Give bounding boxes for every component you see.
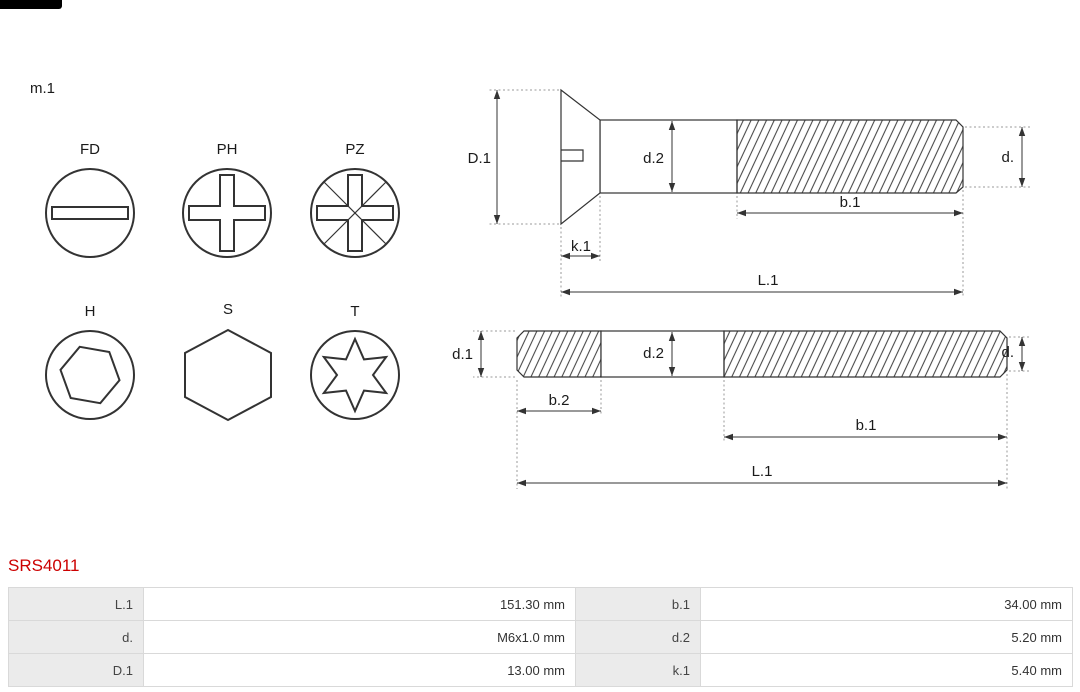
spec-label-b1: b.1 (575, 587, 701, 621)
spec-table: L.1 151.30 mm b.1 34.00 mm d. M6x1.0 mm … (8, 587, 1073, 687)
top-left-artifact (0, 0, 62, 9)
dim-label-screw-d: d. (1001, 149, 1014, 166)
screw-slot (561, 149, 584, 162)
head-type-s: S (180, 300, 276, 428)
head-type-s-label: S (222, 301, 233, 318)
product-code: SRS4011 (8, 556, 80, 575)
stud-dimension-lines (477, 331, 1026, 487)
screw-thread (736, 119, 964, 194)
double-end-stud-drawing: d.1 d.2 d. b.2 b.1 L.1 (452, 330, 1031, 489)
dim-label-screw-k1: k.1 (571, 238, 591, 255)
spec-value-b1: 34.00 mm (700, 587, 1073, 621)
screw-head (560, 88, 601, 226)
dim-label-screw-d2: d.2 (643, 150, 664, 167)
spec-label-L1: L.1 (8, 587, 144, 621)
head-type-fd: FD (44, 140, 136, 264)
dim-label-stud-b1: b.1 (856, 417, 877, 434)
phillips-drive-icon (182, 168, 272, 258)
hex-socket-icon (45, 330, 135, 420)
head-type-ph: PH (181, 140, 273, 264)
dim-label-stud-d: d. (1001, 344, 1014, 361)
spec-row-3: D.1 13.00 mm k.1 5.40 mm (8, 653, 1073, 687)
torx-drive-icon (310, 330, 400, 420)
head-type-pz: PZ (309, 140, 401, 264)
dim-label-stud-L1: L.1 (752, 463, 773, 480)
dim-label-stud-d1: d.1 (452, 346, 473, 363)
spec-row-2: d. M6x1.0 mm d.2 5.20 mm (8, 620, 1073, 654)
material-label: m.1 (30, 80, 56, 97)
head-type-ph-label: PH (216, 141, 238, 158)
head-type-h: H (44, 302, 136, 426)
spec-label-D1: D.1 (8, 653, 144, 687)
spec-value-L1: 151.30 mm (143, 587, 576, 621)
screw-shank (599, 119, 738, 194)
pozidriv-drive-icon (310, 168, 400, 258)
spec-label-k1: k.1 (575, 653, 701, 687)
spec-row-1: L.1 151.30 mm b.1 34.00 mm (8, 587, 1073, 621)
screw-dimension-lines (493, 90, 1026, 296)
screw-extension-lines (489, 89, 1031, 298)
head-type-fd-label: FD (80, 141, 100, 158)
stud-right-thread (723, 330, 1008, 378)
head-type-t: T (309, 302, 401, 426)
dim-label-screw-D1: D.1 (468, 150, 491, 167)
head-type-pz-label: PZ (345, 141, 365, 158)
hex-head-icon (184, 328, 272, 422)
dim-label-stud-b2: b.2 (549, 392, 570, 409)
stud-extension-lines (473, 330, 1031, 489)
dim-label-screw-L1: L.1 (758, 272, 779, 289)
stud-left-thread (516, 330, 602, 378)
slotted-drive-icon (45, 168, 135, 258)
dim-label-stud-d2: d.2 (643, 345, 664, 362)
spec-value-d2: 5.20 mm (700, 620, 1073, 654)
dim-label-screw-b1: b.1 (840, 194, 861, 211)
head-type-t-label: T (350, 303, 360, 320)
head-type-h-label: H (84, 303, 96, 320)
spec-value-D1: 13.00 mm (143, 653, 576, 687)
spec-label-d: d. (8, 620, 144, 654)
spec-label-d2: d.2 (575, 620, 701, 654)
countersunk-screw-drawing: D.1 d.2 d. b.1 k.1 L.1 (468, 88, 1031, 298)
spec-value-k1: 5.40 mm (700, 653, 1073, 687)
spec-value-d: M6x1.0 mm (143, 620, 576, 654)
